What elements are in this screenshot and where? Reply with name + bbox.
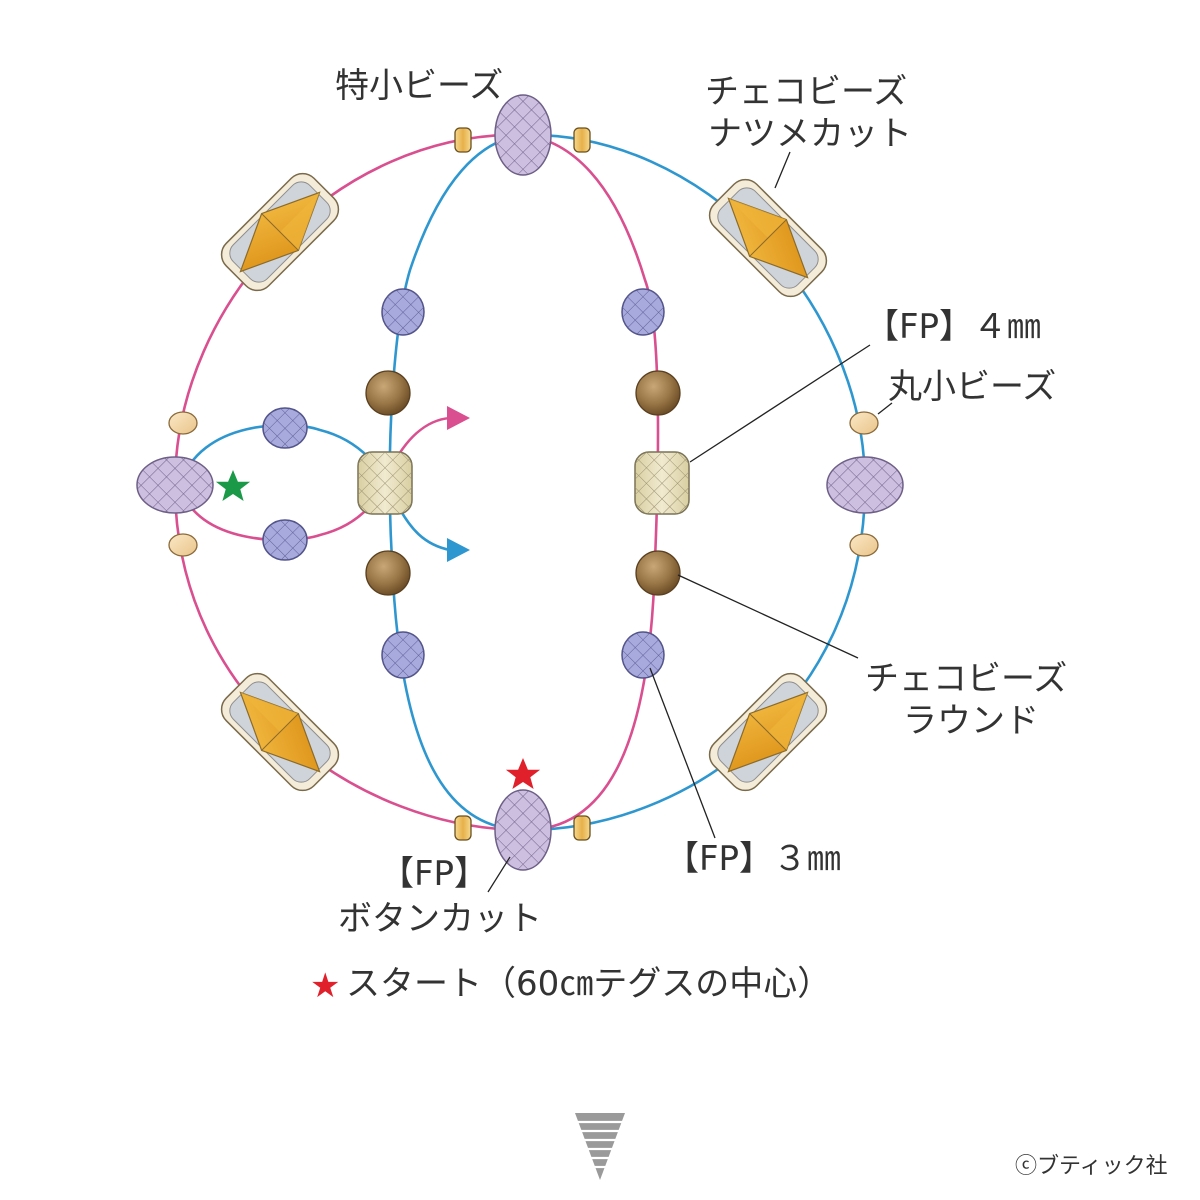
tiny-seed-bead: [454, 815, 472, 841]
czech-natsume-bead: [702, 666, 834, 798]
fp-button-cut-bead: [826, 456, 904, 514]
fp-4mm-bead: [357, 451, 413, 515]
maru-small-bead: [168, 411, 198, 435]
label-czech-natsume-cut: ナツメカット: [708, 114, 912, 154]
czech-natsume-bead: [702, 172, 834, 304]
label-fp-3mm: 【FP】３㎜: [665, 839, 841, 879]
label-czech-round-2: ラウンド: [903, 701, 1039, 741]
scroll-indicator-icon: [575, 1113, 625, 1180]
fp-button-cut-bead: [494, 94, 552, 176]
start-note: ★ スタート（60㎝テグスの中心）: [310, 964, 831, 1006]
maru-small-bead: [849, 411, 879, 435]
start-star-icon: ★: [310, 966, 340, 1006]
leader-lines: [487, 151, 893, 893]
label-czech-round: チェコビーズ: [865, 659, 1067, 699]
fp-3mm-bead: [262, 407, 308, 449]
czech-round-bead: [635, 370, 681, 416]
fp-4mm-bead: [634, 451, 690, 515]
fp-3mm-bead: [621, 288, 665, 336]
tiny-seed-bead: [573, 127, 591, 153]
maru-small-bead: [168, 533, 198, 557]
label-fp-button: 【FP】: [380, 854, 488, 894]
fp-3mm-bead: [381, 288, 425, 336]
czech-round-bead: [365, 550, 411, 596]
tiny-seed-bead: [573, 815, 591, 841]
star-icon: [215, 470, 251, 501]
fp-3mm-bead: [621, 631, 665, 679]
czech-natsume-bead: [214, 166, 346, 298]
beads: [136, 94, 904, 871]
label-fp-button-cut: ボタンカット: [338, 899, 542, 939]
fp-button-cut-bead: [136, 456, 214, 514]
labels: 特小ビーズ チェコビーズ ナツメカット 【FP】４㎜ 丸小ビーズ チェコビーズ …: [335, 66, 1067, 939]
label-tiny-seed: 特小ビーズ: [335, 66, 503, 106]
arrow-icon: [447, 406, 470, 430]
tiny-seed-bead: [454, 127, 472, 153]
copyright-text: ⓒブティック社: [1015, 1154, 1168, 1179]
fp-3mm-bead: [381, 631, 425, 679]
fp-button-cut-bead: [494, 789, 552, 871]
czech-round-bead: [635, 550, 681, 596]
start-note-text: スタート（60㎝テグスの中心）: [346, 964, 831, 1004]
fp-3mm-bead: [262, 519, 308, 561]
maru-small-bead: [849, 533, 879, 557]
label-maru-small: 丸小ビーズ: [888, 367, 1056, 407]
pink-loop: [178, 416, 451, 542]
czech-natsume-bead: [214, 666, 346, 798]
star-icon: [505, 758, 541, 789]
label-czech-natsume: チェコビーズ: [705, 72, 907, 112]
czech-round-bead: [365, 370, 411, 416]
arrow-icon: [447, 538, 470, 562]
label-fp-4mm: 【FP】４㎜: [865, 307, 1041, 347]
blue-loop: [178, 423, 451, 552]
